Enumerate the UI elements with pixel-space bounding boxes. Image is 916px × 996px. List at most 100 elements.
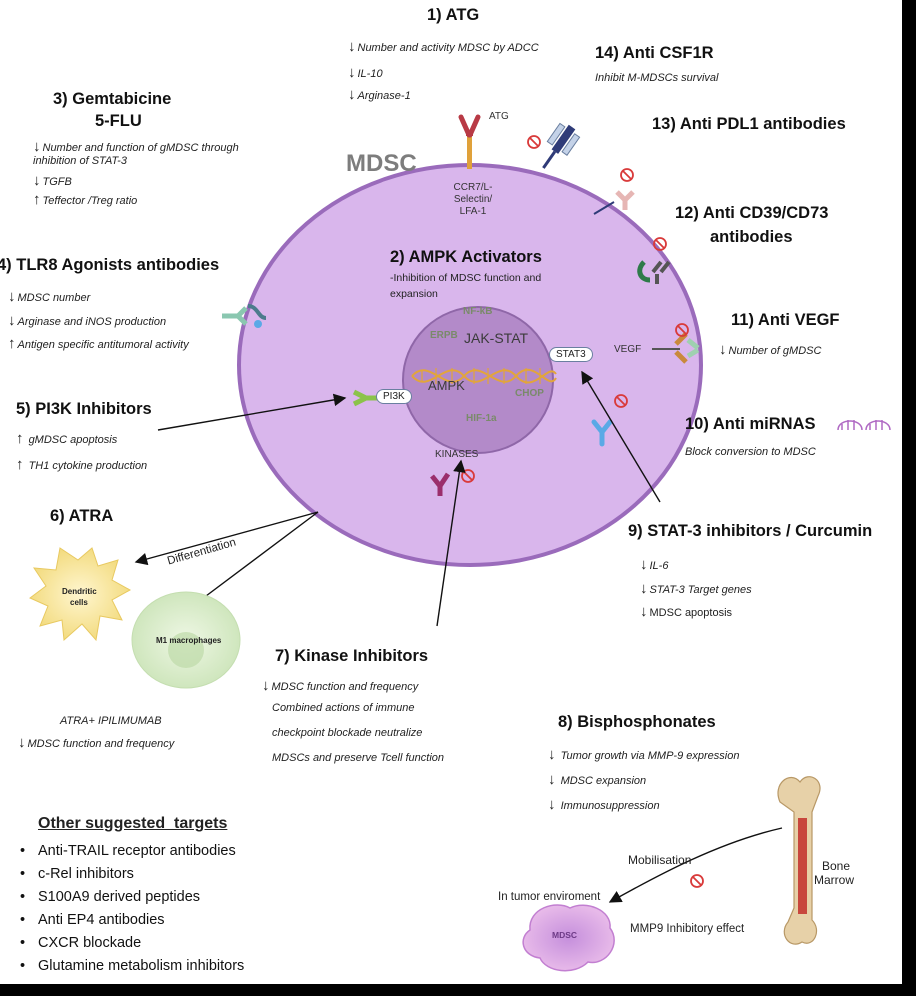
receptor-label: CCR7/L-Selectin/ LFA-1 <box>453 182 493 217</box>
arrow-pi3k <box>157 393 347 431</box>
atg-receptor-label: ATG <box>489 111 509 122</box>
t8-title: 8) Bisphosphonates <box>558 713 716 731</box>
t7-line-3: MDSCs and preserve Tcell function <box>272 752 445 764</box>
t2-title: 2) AMPK Activators <box>390 248 542 266</box>
t2-desc-2: expansion <box>390 288 438 300</box>
nucleus-jakstat: JAK-STAT <box>464 330 529 346</box>
m1-macrophage-nucleus <box>168 632 204 668</box>
mirna-inhibit-icon <box>614 394 628 408</box>
down-arrow-icon: ↓ <box>719 341 727 358</box>
t12-title-2: antibodies <box>710 228 793 246</box>
down-arrow-icon: ↓ <box>262 677 270 694</box>
t1-title: 1) ATG <box>427 6 480 24</box>
tumor-env-label: In tumor enviroment <box>498 891 601 903</box>
down-arrow-icon: ↓ <box>348 64 356 81</box>
arrow-mobilisation <box>608 827 783 903</box>
list-item: c-Rel inhibitors <box>20 863 244 886</box>
arrow-differentiation-m1 <box>188 511 319 609</box>
figure-canvas: MDSC ATG CCR7/L-Selectin/ LFA-1 VEGF STA… <box>0 0 902 984</box>
down-arrow-icon: ↓ <box>18 734 26 751</box>
t4-item-2: ↓Arginase and iNOS production <box>8 312 167 329</box>
pi3k-node: PI3K <box>376 389 412 404</box>
bone-marrow-label-2: Marrow <box>814 873 855 887</box>
down-arrow-icon: ↓ <box>33 172 41 189</box>
t4-item-3: ↑Antigen specific antitumoral activity <box>8 335 189 352</box>
list-item: CXCR blockade <box>20 932 244 955</box>
t3-item-3: ↑Teffector /Treg ratio <box>33 191 138 208</box>
t14-desc: Inhibit M-MDSCs survival <box>595 72 719 84</box>
cd73-inhibit-icon <box>653 237 667 251</box>
arrow-kinase <box>436 459 466 627</box>
cd39-antibody-icon <box>615 190 635 210</box>
list-item: Anti EP4 antibodies <box>20 909 244 932</box>
cd39-receptor-line <box>593 201 615 215</box>
vegf-inhibit-icon <box>675 323 689 337</box>
dendritic-label-1: Dendritic <box>62 587 97 596</box>
down-arrow-icon: ↓ <box>640 603 648 620</box>
diagram-artwork <box>29 114 891 972</box>
up-arrow-icon: ↑ <box>16 456 24 473</box>
t5-item-1: ↑ gMDSC apoptosis <box>16 430 118 447</box>
list-item: S100A9 derived peptides <box>20 886 244 909</box>
cd39-inhibit-icon <box>620 168 634 182</box>
t6-combo: ATRA+ IPILIMUMAB <box>60 715 162 727</box>
tumor-mdsc-cell <box>522 904 615 972</box>
t11-title: 11) Anti VEGF <box>731 311 840 329</box>
t5-title: 5) PI3K Inhibitors <box>16 400 152 418</box>
t3-title: 3) Gemtabicine <box>53 90 172 108</box>
bone-marrow-icon <box>777 776 821 945</box>
down-arrow-icon: ↓ <box>548 746 556 763</box>
bone-marrow-label-1: Bone <box>822 859 851 873</box>
kinase-antibody-icon <box>430 472 451 496</box>
vegf-antibody-icon <box>674 332 700 364</box>
t1-item-3: ↓Arginase-1 <box>348 86 411 103</box>
mirna-icon <box>837 420 891 431</box>
t6-title: 6) ATRA <box>50 507 114 525</box>
t1-item-1: ↓Number and activity MDSC by ADCC <box>348 38 539 55</box>
t4-title: 4) TLR8 Agonists antibodies <box>0 256 220 274</box>
t3-item-1b: inhibition of STAT-3 <box>33 155 127 167</box>
t3-title-2: 5-FLU <box>95 112 142 130</box>
arrow-stat3 <box>581 370 661 503</box>
mmp9-inhibit-icon <box>690 874 704 888</box>
t9-item-1: ↓IL-6 <box>640 556 669 573</box>
nucleus <box>402 306 554 454</box>
kinases-label: KINASES <box>435 449 479 460</box>
t14-title: 14) Anti CSF1R <box>595 44 714 62</box>
t6-combo-item: ↓MDSC function and frequency <box>18 734 175 751</box>
nucleus-chop: CHOP <box>515 388 544 399</box>
mdsc-title: MDSC <box>346 150 417 177</box>
down-arrow-icon: ↓ <box>348 38 356 55</box>
t1-item-2: ↓IL-10 <box>348 64 383 81</box>
t12-title: 12) Anti CD39/CD73 <box>675 204 829 222</box>
t8-item-2: ↓ MDSC expansion <box>548 771 647 788</box>
t8-item-1: ↓ Tumor growth via MMP-9 expression <box>548 746 740 763</box>
t9-item-3: ↓MDSC apoptosis <box>640 603 733 620</box>
tumor-mdsc-label: MDSC <box>552 930 578 940</box>
up-arrow-icon: ↑ <box>8 335 16 352</box>
down-arrow-icon: ↓ <box>548 771 556 788</box>
pdl1-inhibit-icon <box>527 135 541 149</box>
t4-item-1: ↓MDSC number <box>8 288 91 305</box>
vegf-label: VEGF <box>614 344 642 355</box>
m1-label: M1 macrophages <box>156 636 222 645</box>
t7-title: 7) Kinase Inhibitors <box>275 647 429 665</box>
down-arrow-icon: ↓ <box>8 288 16 305</box>
nucleus-hif: HIF-1a <box>466 413 497 424</box>
tlr8-agonist-icon <box>222 304 267 328</box>
cd73-antibody-icon <box>637 260 671 284</box>
nucleus-erpb: ERPB <box>430 330 458 341</box>
t3-item-2: ↓TGFB <box>33 172 72 189</box>
other-heading: Other suggested targets <box>38 815 228 832</box>
dendritic-label-2: cells <box>70 598 88 607</box>
down-arrow-icon: ↓ <box>640 580 648 597</box>
arrow-differentiation-dc <box>134 511 319 566</box>
dna-helix <box>411 368 557 384</box>
list-item: Glutamine metabolism inhibitors <box>20 955 244 978</box>
down-arrow-icon: ↓ <box>8 312 16 329</box>
t9-item-2: ↓STAT-3 Target genes <box>640 580 752 597</box>
mobilisation-label: Mobilisation <box>628 853 692 867</box>
kinase-inhibit-icon <box>461 469 475 483</box>
t7-line-1: Combined actions of immune <box>272 702 415 714</box>
t8-item-3: ↓ Immunosuppression <box>548 796 660 813</box>
